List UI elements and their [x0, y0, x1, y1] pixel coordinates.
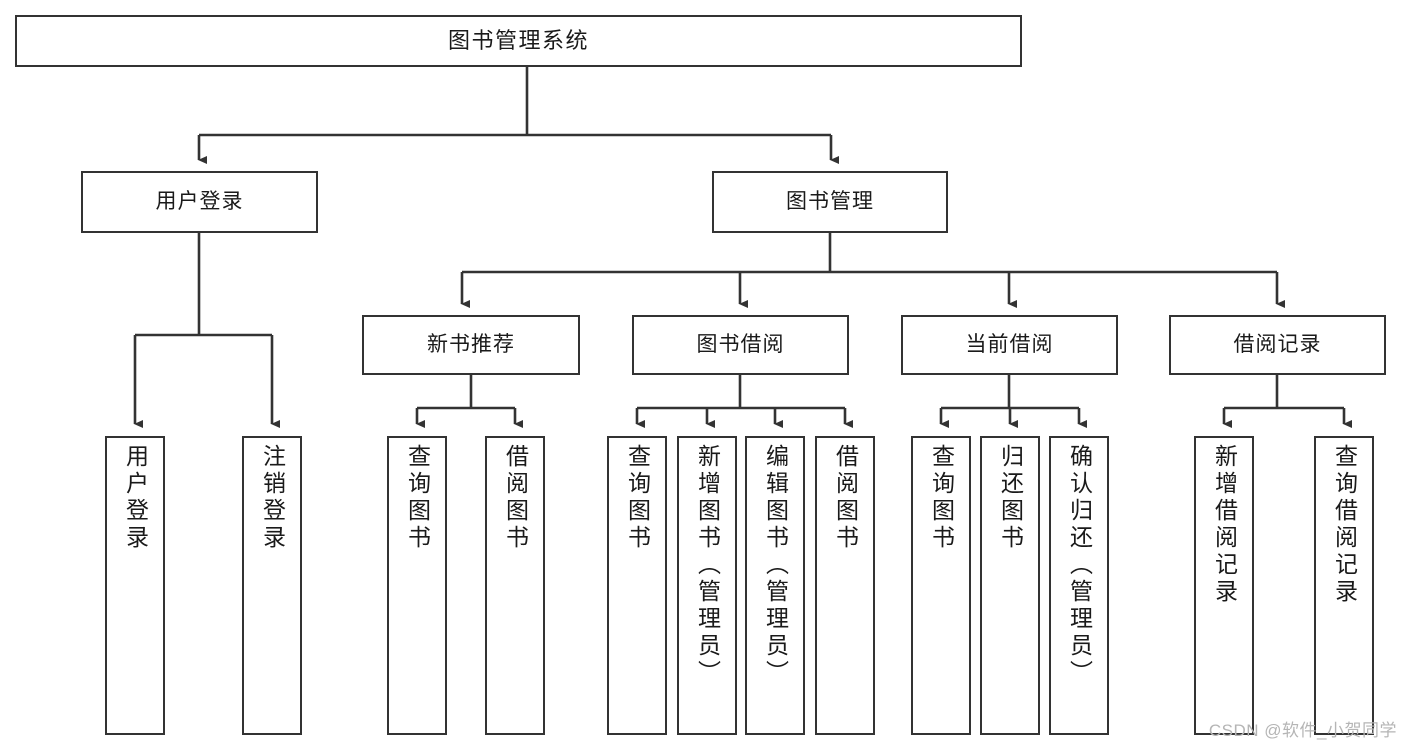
leaf-user-login[interactable]: 用户登录	[105, 436, 165, 735]
leaf-add-book-admin[interactable]: 新增图书（管理员）	[677, 436, 737, 735]
node-label: 编辑图书（管理员）	[762, 444, 789, 687]
leaf-query-book-recommend[interactable]: 查询图书	[387, 436, 447, 735]
leaf-query-book-current[interactable]: 查询图书	[911, 436, 971, 735]
leaf-borrow-book[interactable]: 借阅图书	[815, 436, 875, 735]
node-borrow-records[interactable]: 借阅记录	[1169, 315, 1386, 375]
leaf-query-borrow-record[interactable]: 查询借阅记录	[1314, 436, 1374, 735]
leaf-return-book[interactable]: 归还图书	[980, 436, 1040, 735]
node-label: 新增图书（管理员）	[694, 444, 721, 687]
node-current-borrow[interactable]: 当前借阅	[901, 315, 1118, 375]
node-label: 借阅图书	[502, 444, 529, 552]
node-book-borrow[interactable]: 图书借阅	[632, 315, 849, 375]
node-label: 查询借阅记录	[1331, 444, 1358, 606]
node-label: 图书管理	[786, 190, 874, 214]
node-label: 查询图书	[624, 444, 651, 552]
node-label: 注销登录	[259, 444, 286, 552]
node-root-system[interactable]: 图书管理系统	[15, 15, 1022, 67]
leaf-logout[interactable]: 注销登录	[242, 436, 302, 735]
node-label: 新书推荐	[427, 333, 515, 357]
node-label: 用户登录	[155, 190, 244, 214]
node-new-book-recommend[interactable]: 新书推荐	[362, 315, 580, 375]
node-label: 借阅图书	[832, 444, 859, 552]
node-label: 借阅记录	[1233, 333, 1322, 357]
node-label: 查询图书	[928, 444, 955, 552]
node-label: 新增借阅记录	[1211, 444, 1238, 606]
node-label: 当前借阅	[965, 333, 1054, 357]
node-label: 图书管理系统	[447, 28, 589, 54]
node-label: 图书借阅	[696, 333, 785, 357]
node-label: 归还图书	[997, 444, 1024, 552]
leaf-borrow-book-recommend[interactable]: 借阅图书	[485, 436, 545, 735]
node-user-login[interactable]: 用户登录	[81, 171, 318, 233]
node-label: 查询图书	[404, 444, 431, 552]
node-book-management[interactable]: 图书管理	[712, 171, 948, 233]
leaf-add-borrow-record[interactable]: 新增借阅记录	[1194, 436, 1254, 735]
leaf-query-book-borrow[interactable]: 查询图书	[607, 436, 667, 735]
leaf-confirm-return-admin[interactable]: 确认归还（管理员）	[1049, 436, 1109, 735]
leaf-edit-book-admin[interactable]: 编辑图书（管理员）	[745, 436, 805, 735]
node-label: 确认归还（管理员）	[1066, 444, 1093, 687]
node-label: 用户登录	[122, 444, 149, 552]
